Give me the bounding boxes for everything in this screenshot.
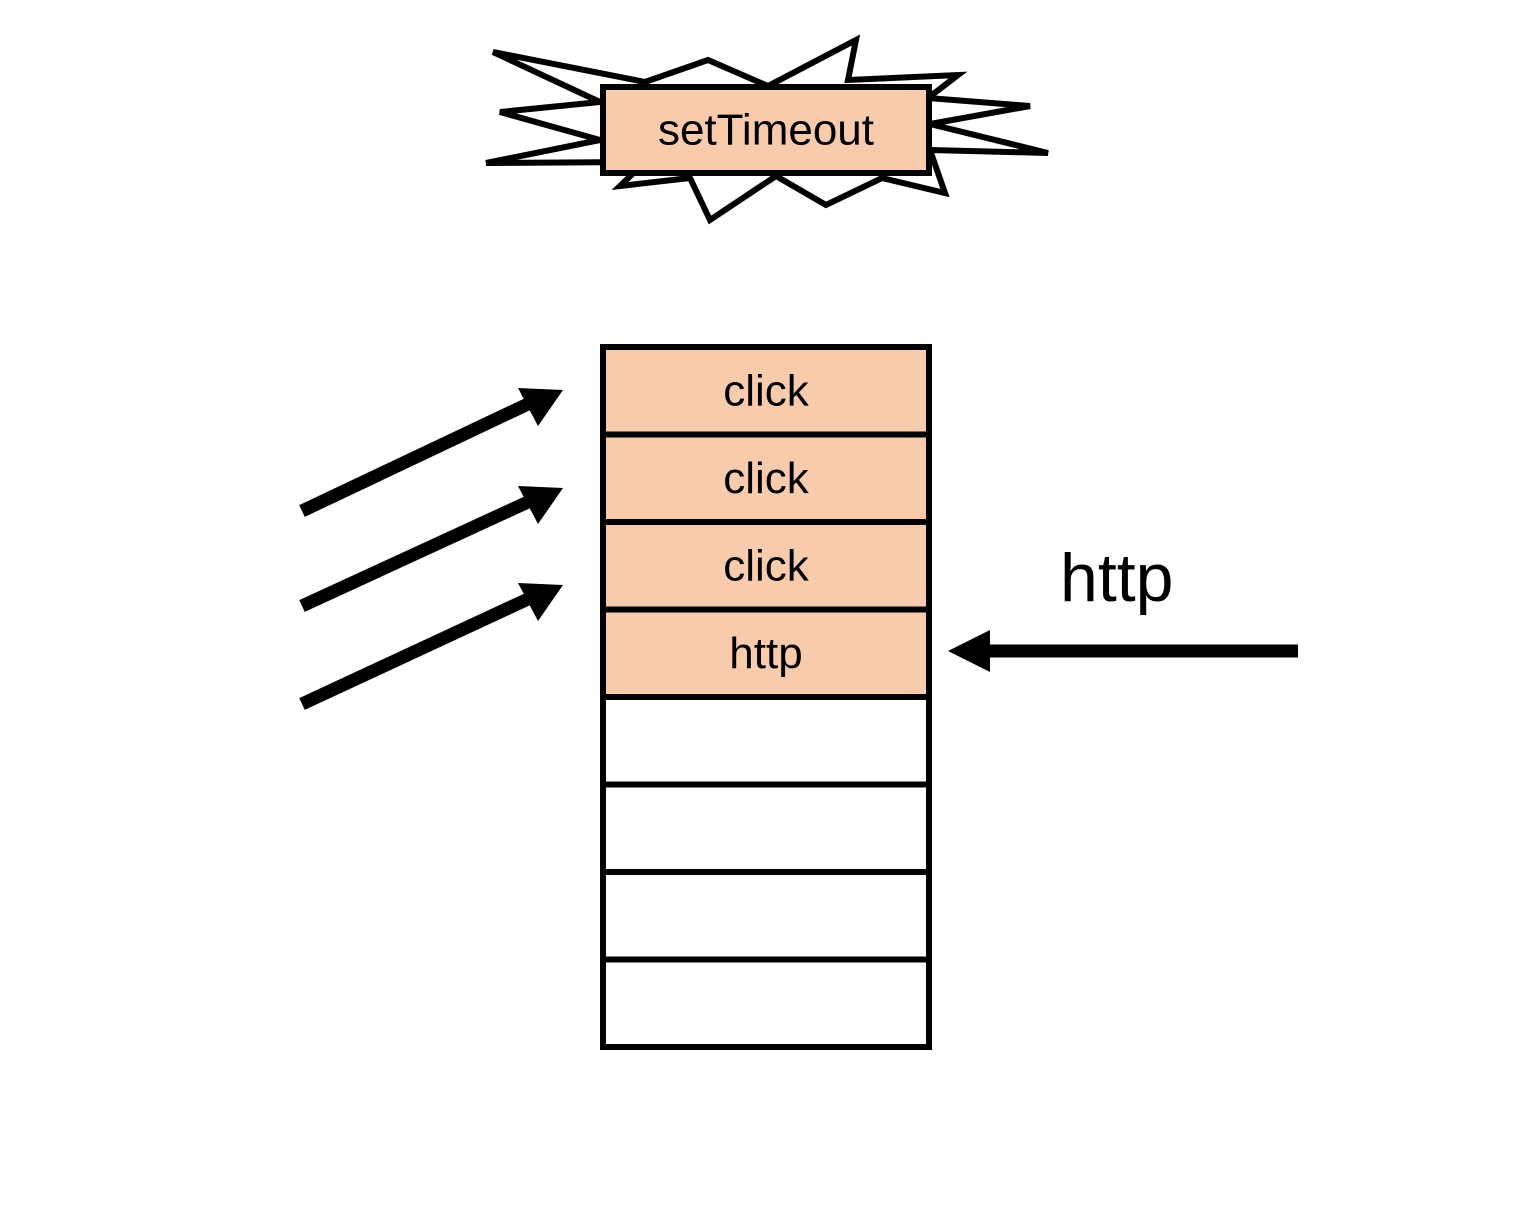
right-arrow-group: http (948, 540, 1298, 672)
event-queue-stack: click click click http (600, 344, 932, 1050)
queue-slot-2 (600, 431, 932, 525)
queue-slot-6 (600, 781, 932, 875)
arrowhead-2 (518, 486, 563, 524)
queue-slot-5 (600, 694, 932, 788)
queue-slot-8 (600, 956, 932, 1050)
http-arrowhead (948, 630, 990, 672)
settimeout-label: setTimeout (658, 106, 874, 155)
queue-slot-4 (600, 606, 932, 700)
queue-slot-3-label: click (723, 541, 810, 590)
http-incoming-label: http (1060, 540, 1173, 616)
queue-slot-4-label: http (729, 629, 802, 678)
incoming-arrow-1 (299, 398, 531, 517)
queue-slot-2-label: click (723, 454, 810, 503)
left-arrows-group (299, 388, 563, 710)
queue-slot-1 (600, 344, 932, 438)
queue-slot-7 (600, 869, 932, 963)
settimeout-box (600, 84, 932, 176)
queue-slot-1-label: click (723, 366, 810, 415)
incoming-arrow-2 (299, 496, 531, 612)
incoming-arrow-3 (299, 593, 531, 710)
arrowhead-1 (518, 388, 563, 426)
settimeout-group: setTimeout (485, 34, 1049, 225)
arrowhead-3 (518, 583, 563, 621)
queue-slot-3 (600, 519, 932, 613)
